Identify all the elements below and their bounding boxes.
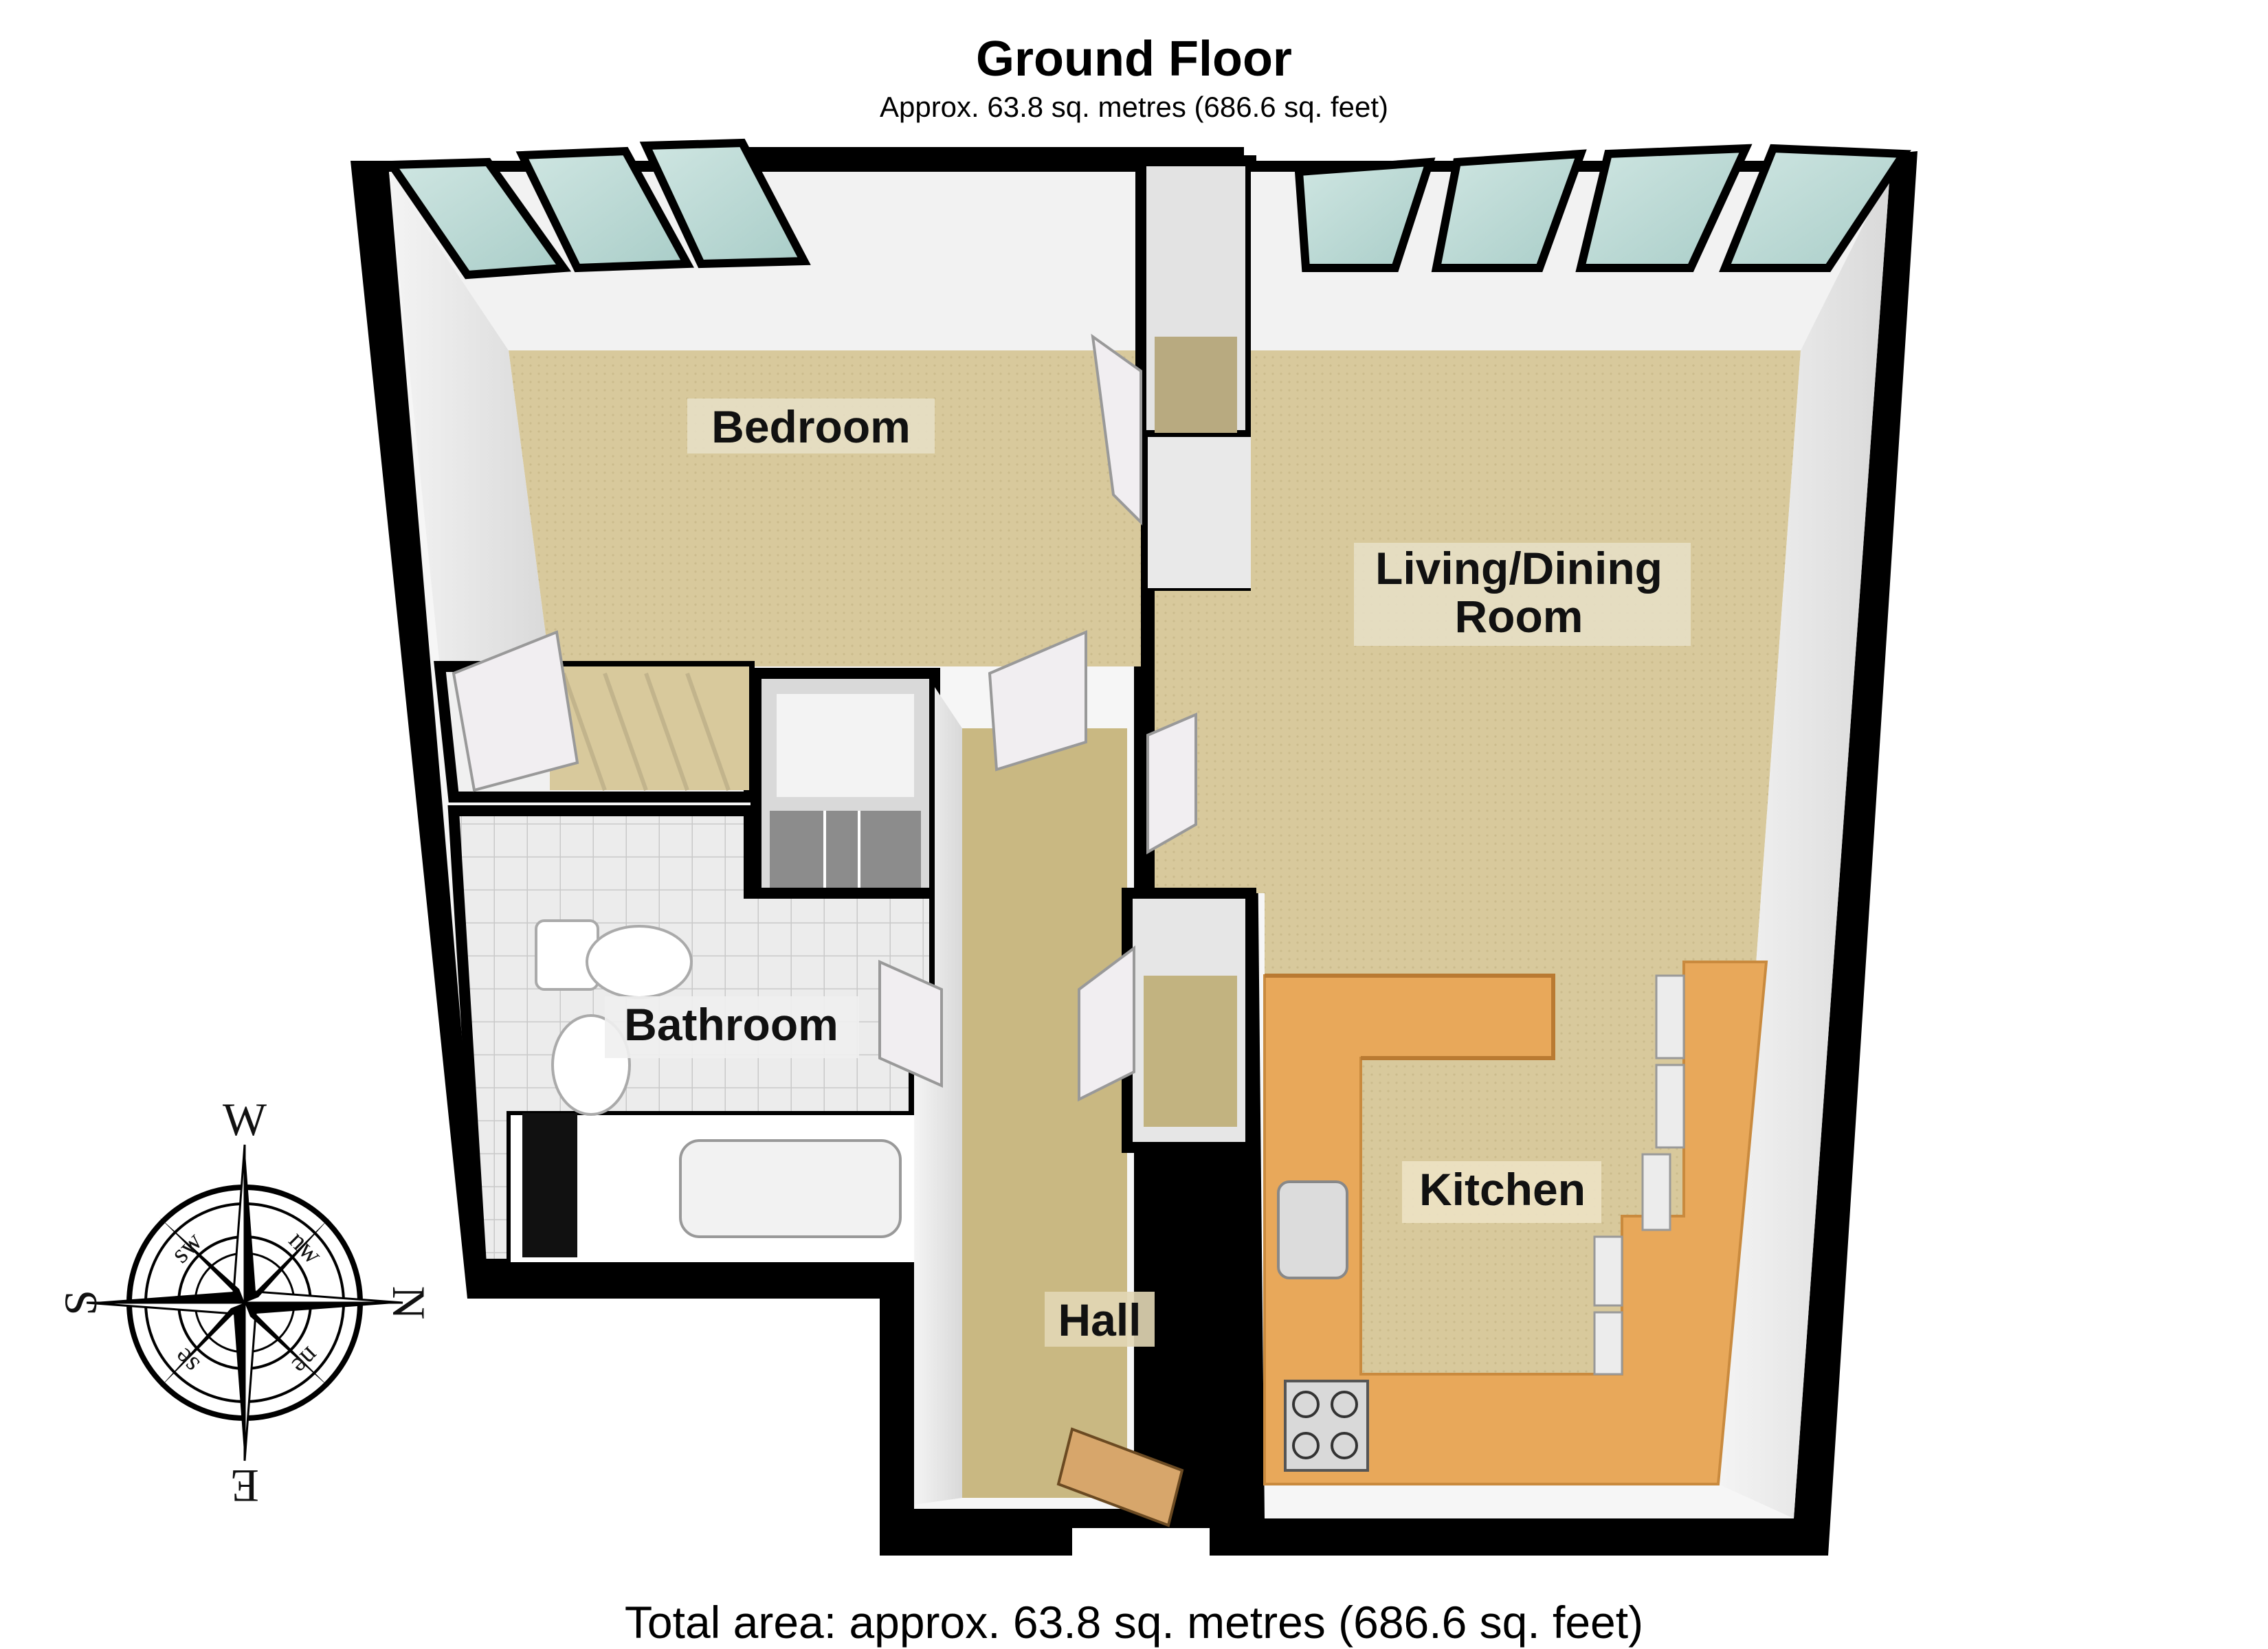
bedroom-hall-door: [988, 629, 1087, 772]
hall-cupboard: [1122, 888, 1256, 1153]
compass-n: N: [383, 1286, 435, 1319]
bedroom-door: [1091, 333, 1142, 526]
bathroom-door: [878, 959, 943, 1088]
label-kitchen: Kitchen: [1419, 1164, 1586, 1215]
label-living-line2: Room: [1455, 591, 1583, 642]
page-title: Ground Floor: [976, 32, 1292, 87]
cupboard-door-left: [452, 630, 579, 792]
compass-s: S: [54, 1290, 107, 1316]
living-door: [1146, 712, 1197, 855]
compass-w: W: [223, 1093, 267, 1145]
interior-doors: [452, 333, 1197, 1102]
total-area: Total area: approx. 63.8 sq. metres (686…: [625, 1597, 1643, 1648]
label-bedroom: Bedroom: [711, 401, 911, 452]
compass-e: E: [230, 1460, 259, 1512]
bathroom: [447, 805, 940, 1270]
label-living-line1: Living/Dining: [1375, 543, 1663, 594]
shower-cubicle: [751, 668, 940, 899]
label-hall: Hall: [1058, 1294, 1141, 1345]
page-subtitle: Approx. 63.8 sq. metres (686.6 sq. feet): [880, 91, 1388, 123]
compass-sw: sw: [164, 1225, 208, 1268]
hall: [914, 687, 1184, 1527]
label-bathroom: Bathroom: [624, 999, 838, 1050]
kitchen: [1263, 961, 1768, 1485]
living-windows: [1294, 144, 1911, 272]
hall-cupboard-door: [1078, 945, 1135, 1102]
bedroom-windows: [383, 138, 811, 280]
built-in-cupboard: [1135, 155, 1256, 588]
compass-nw: nw: [283, 1224, 329, 1270]
compass-rose: W N E S sw nw ne se: [54, 1093, 435, 1512]
